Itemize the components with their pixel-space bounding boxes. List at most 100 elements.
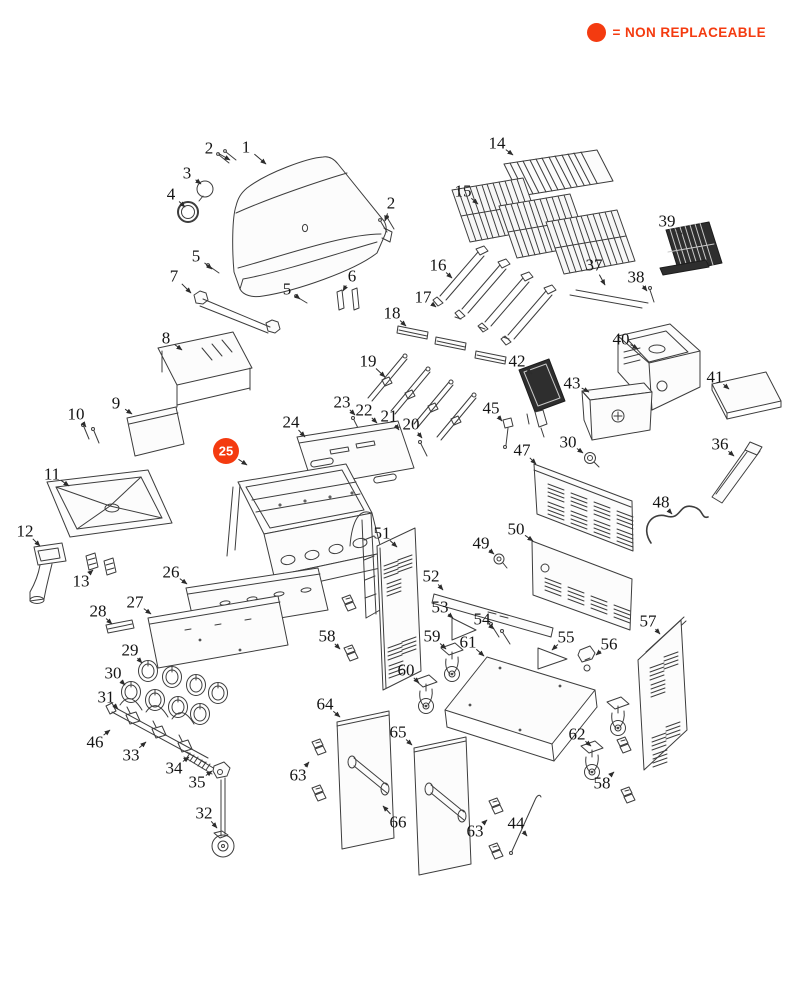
part-32-wheel-drawing [212, 778, 234, 857]
part-label-39[interactable]: 39 [659, 212, 676, 231]
leader-line-37 [598, 274, 606, 286]
part-label-26[interactable]: 26 [163, 563, 180, 582]
leader-line-2 [218, 153, 231, 161]
part-label-2[interactable]: 2 [205, 139, 214, 158]
part-45-igniter-drawing [503, 418, 513, 449]
highlighted-part-badge[interactable] [213, 438, 239, 464]
part-label-32[interactable]: 32 [196, 804, 213, 823]
part-label-52[interactable]: 52 [423, 567, 440, 586]
part-label-38[interactable]: 38 [628, 268, 645, 287]
parts-37-38-rods-drawing [570, 287, 654, 309]
part-label-43[interactable]: 43 [564, 374, 581, 393]
part-label-47[interactable]: 47 [514, 441, 532, 460]
part-label-54[interactable]: 54 [474, 610, 492, 629]
part-label-20[interactable]: 20 [403, 415, 420, 434]
leader-line-6 [342, 284, 348, 292]
part-label-15[interactable]: 15 [455, 182, 472, 201]
leader-line-40 [630, 344, 639, 350]
part-label-12[interactable]: 12 [17, 522, 34, 541]
part-label-17[interactable]: 17 [415, 288, 433, 307]
part-label-4[interactable]: 4 [167, 185, 176, 204]
part-label-8[interactable]: 8 [162, 329, 171, 348]
part-label-28[interactable]: 28 [90, 602, 107, 621]
part-label-30[interactable]: 30 [560, 433, 577, 452]
part-label-5[interactable]: 5 [192, 247, 201, 266]
leader-line-13 [87, 569, 94, 576]
part-label-24[interactable]: 24 [283, 413, 301, 432]
leader-line-1 [254, 153, 267, 165]
part-label-2[interactable]: 2 [387, 194, 396, 213]
part-label-37[interactable]: 37 [586, 256, 604, 275]
part-label-7[interactable]: 7 [170, 267, 179, 286]
part-label-27[interactable]: 27 [127, 593, 145, 612]
leader-line-51 [389, 540, 398, 548]
part-label-62[interactable]: 62 [569, 725, 586, 744]
part-label-49[interactable]: 49 [473, 534, 490, 553]
part-label-55[interactable]: 55 [558, 628, 575, 647]
part-label-5[interactable]: 5 [283, 280, 292, 299]
part-56-hinge-drawing [578, 646, 595, 671]
part-label-53[interactable]: 53 [432, 598, 449, 617]
part-label-58[interactable]: 58 [594, 774, 611, 793]
part-label-11[interactable]: 11 [44, 465, 60, 484]
part-label-51[interactable]: 51 [374, 524, 391, 543]
part-47-back-panel-drawing [534, 464, 634, 551]
part-label-45[interactable]: 45 [483, 399, 500, 418]
part-label-63[interactable]: 63 [290, 766, 307, 785]
part-label-40[interactable]: 40 [613, 330, 630, 349]
part-9-panel-drawing [127, 407, 184, 456]
part-label-60[interactable]: 60 [398, 661, 415, 680]
part-label-10[interactable]: 10 [68, 405, 85, 424]
part-label-41[interactable]: 41 [707, 368, 724, 387]
part-label-65[interactable]: 65 [390, 723, 407, 742]
part-label-57[interactable]: 57 [640, 612, 658, 631]
leader-line-63 [303, 761, 310, 768]
part-label-3[interactable]: 3 [183, 164, 192, 183]
part-55-bracket-drawing [538, 648, 567, 669]
part-label-18[interactable]: 18 [384, 304, 401, 323]
leader-line-43 [581, 387, 590, 393]
part-label-63[interactable]: 63 [467, 822, 484, 841]
part-label-25[interactable]: 25 [219, 444, 233, 459]
part-label-59[interactable]: 59 [424, 627, 441, 646]
part-label-6[interactable]: 6 [348, 267, 357, 286]
part-label-16[interactable]: 16 [430, 256, 447, 275]
part-49-grommet-drawing [494, 554, 507, 568]
leader-line-44 [521, 830, 528, 837]
part-label-1[interactable]: 1 [242, 138, 251, 157]
part-label-9[interactable]: 9 [112, 394, 121, 413]
part-label-14[interactable]: 14 [489, 134, 507, 153]
part-label-50[interactable]: 50 [508, 520, 525, 539]
part-label-42[interactable]: 42 [509, 352, 526, 371]
part-label-21[interactable]: 21 [381, 407, 398, 426]
part-label-23[interactable]: 23 [334, 393, 351, 412]
part-44-rod-drawing [510, 795, 542, 854]
part-label-22[interactable]: 22 [356, 401, 373, 420]
part-label-35[interactable]: 35 [189, 773, 206, 792]
leader-line-30 [576, 447, 584, 454]
leader-line-65 [405, 739, 413, 746]
part-label-64[interactable]: 64 [317, 695, 335, 714]
leader-line-21 [393, 424, 400, 431]
part-label-58[interactable]: 58 [319, 627, 336, 646]
part-label-36[interactable]: 36 [712, 435, 729, 454]
part-label-44[interactable]: 44 [508, 814, 526, 833]
part-label-13[interactable]: 13 [73, 572, 90, 591]
part-13-clips-drawing [86, 553, 116, 575]
leader-line-35 [205, 770, 213, 777]
part-label-34[interactable]: 34 [166, 759, 184, 778]
part-3-thermometer-drawing [197, 181, 213, 201]
part-label-56[interactable]: 56 [601, 635, 618, 654]
part-label-33[interactable]: 33 [123, 746, 140, 765]
part-label-29[interactable]: 29 [122, 641, 139, 660]
part-label-48[interactable]: 48 [653, 493, 670, 512]
leader-line-57 [654, 628, 661, 635]
leader-line-58 [334, 643, 341, 650]
part-label-31[interactable]: 31 [98, 688, 115, 707]
part-label-66[interactable]: 66 [390, 813, 407, 832]
part-label-30[interactable]: 30 [105, 664, 122, 683]
legend: = NON REPLACEABLE [586, 23, 766, 42]
part-label-19[interactable]: 19 [360, 352, 377, 371]
part-label-61[interactable]: 61 [460, 633, 477, 652]
part-label-46[interactable]: 46 [87, 733, 104, 752]
